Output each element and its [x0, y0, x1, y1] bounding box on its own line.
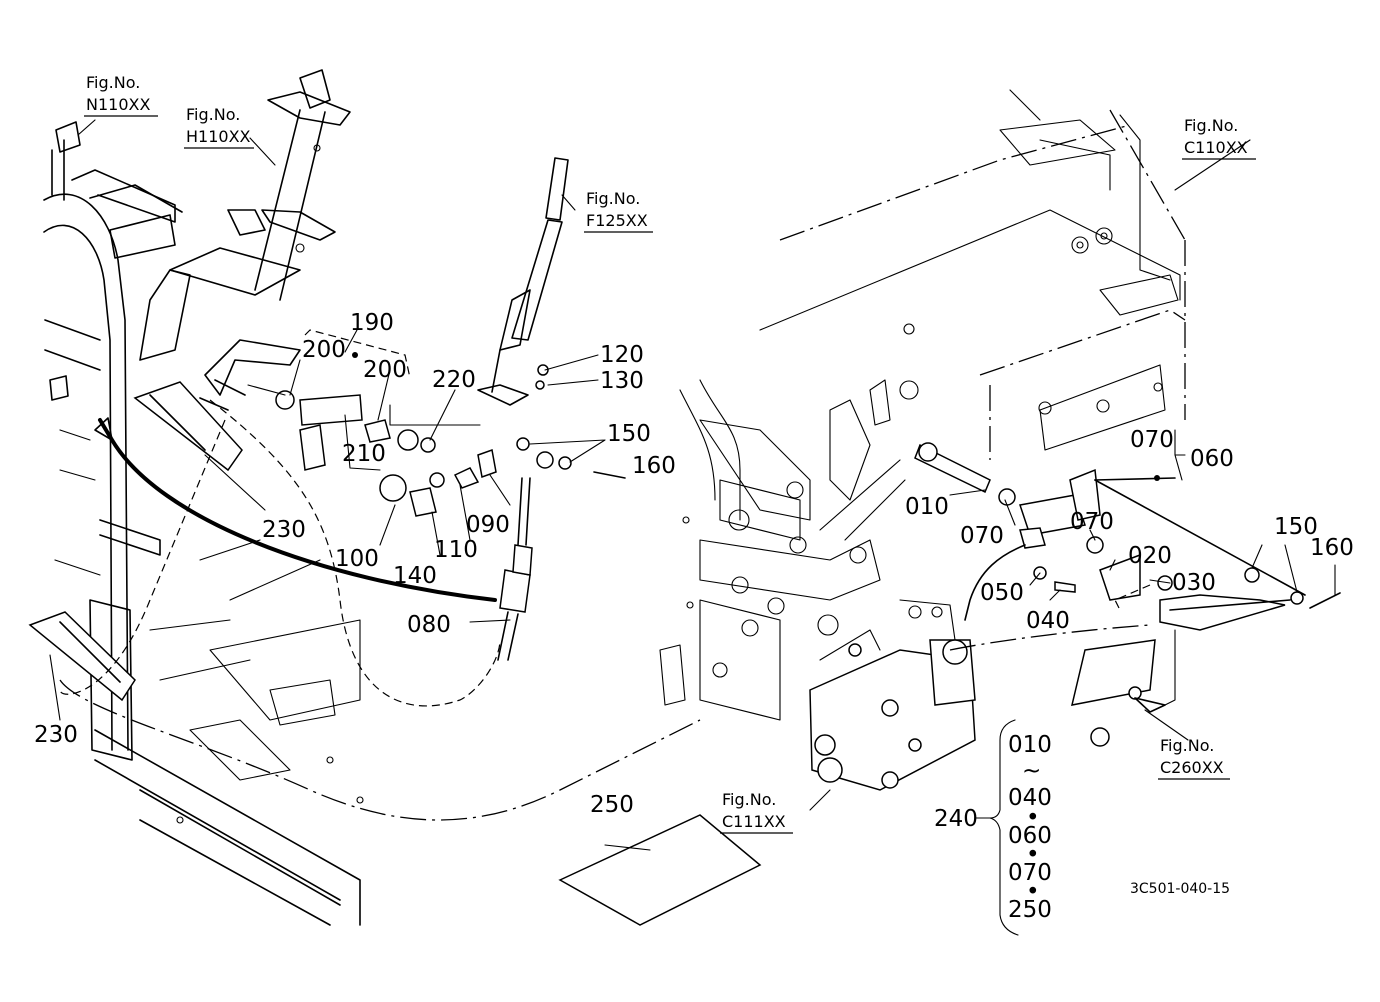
fig-ref-f125-line1: Fig.No.	[586, 189, 640, 208]
shaft-assembly	[914, 442, 1341, 631]
part-070-right: 070	[1070, 509, 1114, 535]
part-120: 120	[600, 342, 644, 368]
fig-ref-f125-line2: F125XX	[586, 211, 648, 230]
fig-ref-c260-line2: C260XX	[1160, 758, 1224, 777]
part-040: 040	[1026, 608, 1070, 634]
fig-ref-c110-line1: Fig.No.	[1184, 116, 1238, 135]
left-frame	[43, 121, 364, 926]
part-230-upper: 230	[262, 517, 306, 543]
transmission-housing	[659, 89, 1186, 721]
phantom-line-left-2	[59, 419, 226, 695]
part-020: 020	[1128, 543, 1172, 569]
part-150-left: 150	[607, 421, 651, 447]
fig-ref-c110: Fig.No. C110XX	[1182, 116, 1256, 160]
rod-arrow	[94, 417, 113, 441]
fig-ref-n110-line1: Fig.No.	[86, 73, 140, 92]
part-090: 090	[466, 512, 510, 538]
bracket-c260	[1071, 639, 1166, 747]
valve-c111	[809, 599, 976, 791]
part-190: 190	[350, 310, 394, 336]
fig-ref-n110: Fig.No. N110XX	[84, 73, 158, 117]
fig-ref-c111-line2: C111XX	[722, 812, 786, 831]
dot-190	[352, 352, 358, 358]
bracket-190	[304, 329, 411, 379]
lever-assembly	[477, 157, 569, 406]
kit-240-item-040: 040	[1008, 785, 1052, 811]
part-200-right: 200	[363, 357, 407, 383]
fig-ref-h110-line2: H110XX	[186, 127, 251, 146]
part-070-mid: 070	[960, 523, 1004, 549]
cable-080	[247, 364, 626, 661]
fig-ref-h110: Fig.No. H110XX	[184, 105, 254, 149]
kit-240-item-070: 070	[1008, 860, 1052, 886]
part-220: 220	[432, 367, 476, 393]
part-labels: 190 200 200 220 120 130 150 160 210 230 …	[34, 310, 1354, 832]
kit-240-sep-2: •	[1026, 842, 1040, 868]
part-130: 130	[600, 368, 644, 394]
part-250: 250	[590, 792, 634, 818]
part-080: 080	[407, 612, 451, 638]
leader-lines-left	[49, 329, 606, 721]
fig-ref-c111-line1: Fig.No.	[722, 790, 776, 809]
kit-240-item-010: 010	[1008, 732, 1052, 758]
leader-lines-right	[77, 119, 1336, 811]
part-010: 010	[905, 494, 949, 520]
part-050: 050	[980, 580, 1024, 606]
part-200-left: 200	[302, 337, 346, 363]
instruction-sheet-250	[558, 814, 762, 926]
fig-ref-c260-line1: Fig.No.	[1160, 736, 1214, 755]
pedal-230-lower	[28, 611, 136, 702]
kit-240-range: ~	[1022, 758, 1041, 784]
kit-240-sep-3: •	[1026, 879, 1040, 905]
part-230-lower: 230	[34, 722, 78, 748]
part-070-top: 070	[1130, 427, 1174, 453]
fig-ref-c111: Fig.No. C111XX	[720, 790, 793, 834]
steering-column	[139, 69, 351, 411]
kit-240-item-060: 060	[1008, 823, 1052, 849]
part-160-right: 160	[1310, 535, 1354, 561]
pedal-230-upper	[133, 381, 243, 472]
fig-ref-h110-line1: Fig.No.	[186, 105, 240, 124]
part-240: 240	[934, 806, 978, 832]
kit-240-item-250: 250	[1008, 897, 1052, 923]
fig-ref-c110-line2: C110XX	[1184, 138, 1248, 157]
part-030: 030	[1172, 570, 1216, 596]
fig-ref-n110-line2: N110XX	[86, 95, 150, 114]
part-160-left: 160	[632, 453, 676, 479]
part-110: 110	[434, 537, 478, 563]
kit-240-list: 010 ~ 040 • 060 • 070 • 250	[1008, 732, 1052, 923]
part-100: 100	[335, 546, 379, 572]
fig-ref-f125: Fig.No. F125XX	[584, 189, 653, 233]
leader-bottom	[59, 679, 701, 821]
kit-240-sep-1: •	[1026, 805, 1040, 831]
pedal-rod	[98, 418, 497, 602]
part-210: 210	[342, 441, 386, 467]
part-150-right: 150	[1274, 514, 1318, 540]
part-140: 140	[393, 563, 437, 589]
fig-ref-c260: Fig.No. C260XX	[1158, 736, 1230, 780]
drawing-code: 3C501-040-15	[1130, 881, 1230, 897]
part-060: 060	[1190, 446, 1234, 472]
